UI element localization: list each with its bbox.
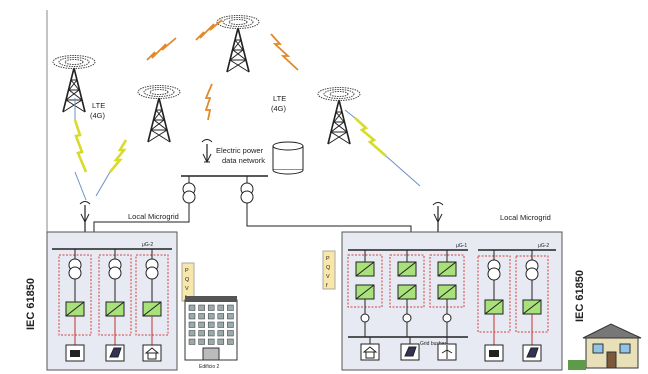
antenna-icon — [201, 139, 213, 163]
iec-label-right: IEC 61850 — [574, 270, 586, 322]
pq-v: V — [185, 286, 189, 292]
microgrid-tag-b: μG-2 — [538, 243, 549, 249]
converter-icon — [522, 299, 542, 315]
transformer-icon — [145, 258, 159, 280]
local-microgrid-label-right: Local Microgrid — [500, 213, 551, 222]
house-icon — [568, 323, 642, 370]
lte-sublabel-right: (4G) — [271, 104, 287, 113]
wind-icon — [437, 343, 457, 361]
cell-tower-icon — [317, 86, 361, 145]
local-microgrid-label-left: Local Microgrid — [128, 212, 179, 221]
lte-label-right: LTE — [273, 94, 286, 103]
converter-icon — [437, 261, 457, 277]
converter-icon — [437, 284, 457, 300]
database-icon — [272, 141, 304, 175]
converter-icon — [397, 261, 417, 277]
cell-tower-icon — [216, 14, 260, 73]
antenna-icon — [432, 202, 444, 232]
microgrid-panel-right: μG-1 μG-2 Grid busbar — [341, 231, 563, 371]
converter-icon — [355, 261, 375, 277]
battery-icon — [484, 344, 504, 362]
transformer-icon — [182, 182, 196, 204]
microgrid-tag-a: μG-1 — [456, 243, 467, 249]
converter-icon — [105, 301, 125, 317]
converter-icon — [484, 299, 504, 315]
solar-icon — [400, 343, 420, 361]
solar-icon — [105, 344, 125, 362]
lte-label-left: LTE — [92, 101, 105, 110]
converter-icon — [397, 284, 417, 300]
network-label: Electric power — [216, 146, 264, 155]
converter-icon — [65, 301, 85, 317]
iec-label-left: IEC 61850 — [25, 278, 37, 330]
building-icon — [184, 296, 238, 361]
transformer-icon — [240, 182, 254, 204]
cell-tower-icon — [137, 84, 181, 143]
solar-icon — [522, 344, 542, 362]
building-label: Edificio 2 — [199, 364, 220, 370]
converter-icon — [142, 301, 162, 317]
pq-q: Q — [185, 277, 190, 283]
pq-f: f — [326, 283, 328, 289]
network-sublabel: data network — [222, 156, 265, 165]
lte-sublabel-left: (4G) — [90, 111, 106, 120]
breaker-icon — [402, 313, 412, 323]
pq-q: Q — [326, 265, 331, 271]
pq-box-right: P Q V f — [322, 250, 336, 290]
breaker-icon — [360, 313, 370, 323]
house-icon — [142, 344, 162, 362]
microgrid-tag: μG-2 — [142, 242, 153, 248]
pq-p: P — [326, 256, 330, 262]
antenna-icon — [79, 201, 91, 232]
pq-p: P — [185, 268, 189, 274]
converter-icon — [355, 284, 375, 300]
grid-busbar-label: Grid busbar — [420, 341, 446, 347]
cell-tower-icon — [52, 54, 96, 113]
transformer-icon — [487, 259, 501, 281]
house-icon — [360, 343, 380, 361]
breaker-icon — [442, 313, 452, 323]
wireless-link-icon — [73, 19, 421, 201]
pq-v: V — [326, 274, 330, 280]
transformer-icon — [525, 259, 539, 281]
microgrid-panel-left: μG-2 — [46, 231, 178, 371]
transformer-icon — [108, 258, 122, 280]
pq-box-left: P Q V f — [181, 262, 195, 302]
battery-icon — [65, 344, 85, 362]
transformer-icon — [68, 258, 82, 280]
